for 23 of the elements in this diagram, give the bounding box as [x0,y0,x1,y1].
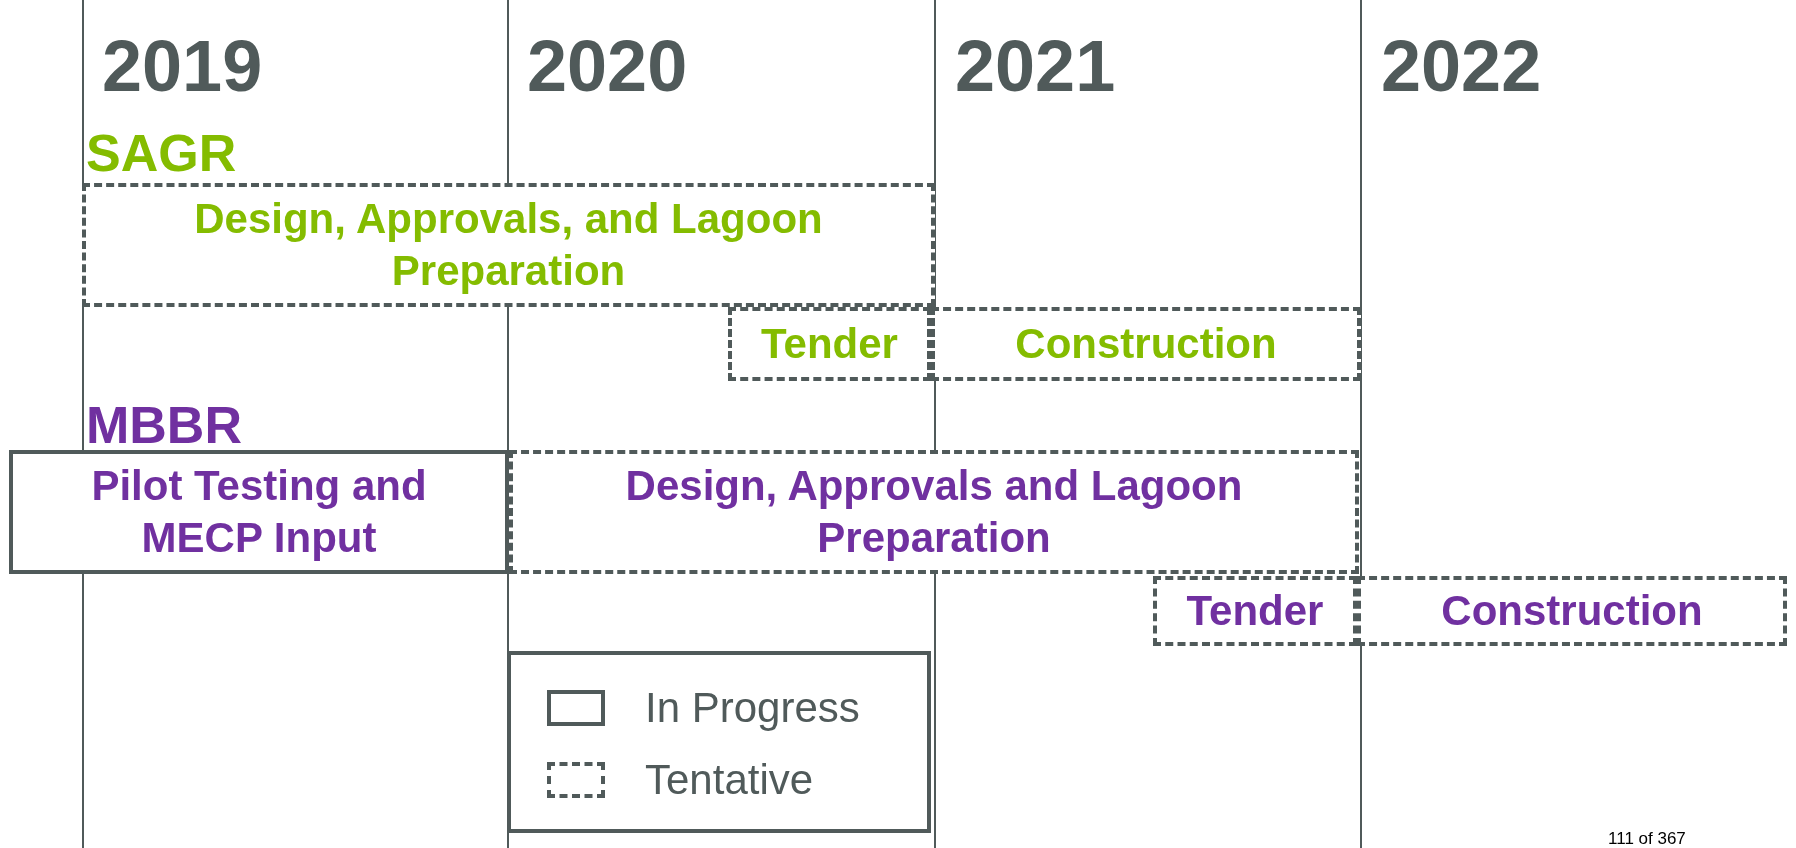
tentative-task-box [931,307,1361,381]
tentative-task-box [1357,576,1787,646]
tentative-task-box [728,307,931,381]
year-heading: 2020 [527,30,688,102]
tentative-task-box [1153,576,1357,646]
tentative-task-box [509,450,1359,574]
year-heading: 2022 [1381,30,1542,102]
year-heading: 2021 [955,30,1116,102]
legend-label: In Progress [645,687,860,729]
tentative-task-box [82,183,935,307]
task-label: Tender [1186,585,1324,636]
task-label: Construction [1015,318,1277,369]
year-heading: 2019 [102,30,263,102]
section-heading: MBBR [86,399,242,451]
section-heading: SAGR [86,127,237,179]
task-label: Pilot Testing and MECP Input [90,460,428,563]
legend-label: Tentative [645,759,814,801]
task-label: Construction [1441,585,1703,636]
page-number: 111 of 367 [1608,830,1686,847]
in-progress-task-box [9,450,509,574]
task-label: Tender [761,318,898,369]
task-label: Design, Approvals and Lagoon Preparation [624,460,1244,563]
task-label: Design, Approvals, and Lagoon Preparation [193,193,824,296]
